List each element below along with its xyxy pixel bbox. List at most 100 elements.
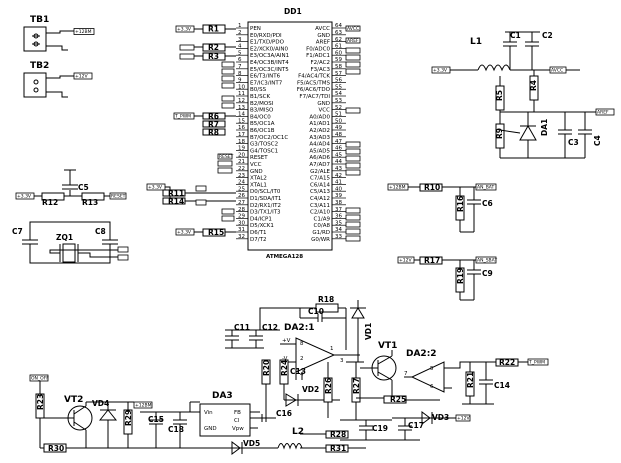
r25-label: R25 (390, 395, 406, 404)
da3-pin-cl: Cl (234, 418, 240, 424)
mcu-pin-name: B2/MOSI (250, 101, 274, 107)
c11-label: C11 (234, 323, 250, 332)
mcu-pin-number: 9 (238, 78, 242, 84)
mcu-pin-name: D1/SDA/IT1 (250, 196, 281, 202)
da22-label: DA2:2 (406, 349, 437, 359)
mcu-pin-number: 22 (238, 166, 245, 172)
r12-label: R12 (42, 198, 58, 207)
mcu-pin-name: AREF (316, 40, 330, 46)
mcu-pin-number: 47 (335, 139, 342, 145)
r19-label: R19 (456, 268, 465, 284)
opamp-pin-6: 6 (430, 384, 434, 390)
mcu-pin-name: AVCC (315, 26, 330, 32)
mcu-pin-number: 33 (335, 234, 342, 240)
reset-network: +3.3V R12 R13 RESET C5 (15, 169, 127, 207)
mcu-pin-number: 34 (335, 227, 342, 233)
opamp-pin-8: 8 (300, 341, 304, 347)
mcu-pin-name: PEN (250, 26, 261, 32)
mcu-pin-name: F7/AC7/TDI (299, 94, 330, 100)
mcu-pin-name: C6/A14 (310, 182, 330, 188)
vd3-label: VD3 (432, 413, 449, 422)
opamp-pin-7: 7 (404, 371, 408, 377)
r30-label: R30 (48, 444, 64, 453)
zq1-label: ZQ1 (56, 233, 73, 242)
mcu-pin-name: C5/A13 (310, 189, 330, 195)
r23-label: R23 (36, 394, 45, 410)
net-reset-a: RESET (219, 154, 234, 160)
mcu-pin-number: 44 (335, 159, 342, 165)
r13-label: R13 (82, 198, 98, 207)
mcu-pin-name: D4/ICP1 (250, 216, 272, 222)
r1-label: R1 (208, 25, 219, 34)
r3-label: R3 (208, 52, 219, 61)
mcu-pin-name: GND (250, 169, 263, 175)
mcu-pin-number: 35 (335, 220, 342, 226)
mcu-pin-name: G2/ALE (310, 169, 330, 175)
mcu-pin-number: 37 (335, 207, 342, 213)
r22-label: R22 (499, 358, 515, 367)
c4-label: C4 (593, 135, 602, 146)
net-avcc-b: AVCC (551, 68, 563, 74)
net-33v-e: +3.3V (433, 68, 448, 74)
mcu-pin-name: E1/TXD/PDO (250, 40, 285, 46)
r9-label: R9 (495, 128, 504, 139)
mcu-pin-number: 41 (335, 180, 342, 186)
c19-label: C19 (372, 424, 388, 433)
tb2-net: +12V (75, 74, 88, 80)
r11-label: R11 (168, 189, 184, 198)
mcu-pin-number: 55 (335, 84, 342, 90)
r14-label: R14 (168, 197, 184, 206)
mcu-pin-name: F6/AC6/TDO (297, 87, 331, 93)
mcu-pin-number: 62 (335, 37, 342, 43)
net-33v-c: +3.3V (177, 230, 192, 236)
mcu-pin-number: 40 (335, 186, 342, 192)
mcu-pin-name: A0/AD0 (309, 114, 330, 120)
c6-label: C6 (482, 199, 493, 208)
net-aref-a: AREF (347, 38, 359, 44)
mcu-pin-number: 54 (335, 91, 342, 97)
vd1-label: VD1 (364, 323, 373, 340)
c10-label: C10 (308, 307, 324, 316)
net-33v-a: +3.3V (177, 27, 192, 33)
mcu-pin-number: 4 (238, 44, 242, 50)
vt1-label: VT1 (378, 341, 397, 351)
r5-label: R5 (495, 90, 504, 101)
mcu-pin-name: XTAL1 (250, 182, 267, 188)
mcu-pin-name: F2/AC2 (310, 60, 330, 66)
r18-label: R18 (318, 295, 334, 304)
mcu-pin-name: C4/A12 (310, 196, 330, 202)
net-reset-b: RESET (111, 194, 126, 200)
mcu-pin-number: 60 (335, 50, 342, 56)
mcu-pin-number: 49 (335, 125, 342, 131)
mcu-pin-number: 32 (238, 234, 245, 240)
r21-label: R21 (466, 372, 475, 388)
mcu-pin-name: E5/OC3C/INT5 (250, 67, 289, 73)
opamp-pin-3: 3 (340, 358, 344, 364)
opamp-pin-pv: +V (282, 338, 291, 344)
mcu-pin-name: C7/A15 (310, 176, 330, 182)
mcu-pin-name: F0/ADC0 (306, 46, 330, 52)
r28-label: R28 (330, 430, 346, 439)
mcu-pin-name: A3/AD3 (309, 135, 330, 141)
mcu-pin-number: 48 (335, 132, 342, 138)
mcu-pin-name: C3/A11 (310, 203, 330, 209)
mcu-left-network: +3.3V R1 R2 R3 T_PWM R6 R7 R8 RESET +3.3… (146, 24, 236, 237)
mcu-pin-number: 17 (238, 132, 245, 138)
opamp-pin-nv: -V (282, 356, 288, 362)
mcu-pin-number: 19 (238, 146, 245, 152)
c8-label: C8 (95, 227, 106, 236)
mcu-pin-number: 61 (335, 44, 342, 50)
r2-label: R2 (208, 43, 219, 52)
mcu-part-label: ATMEGA128 (266, 254, 303, 260)
net-33v-b: +3.3V (148, 185, 163, 191)
r17-label: R17 (424, 256, 440, 265)
mcu-pin-name: C1/A9 (314, 216, 331, 222)
da3-label: DA3 (212, 391, 233, 401)
net-12v-b: +12V (457, 416, 470, 422)
mcu-pin-number: 59 (335, 57, 342, 63)
net-an-bat: AN_BAT (477, 185, 495, 191)
mcu-pin-name: E2/XCK0/AIN0 (250, 46, 288, 52)
mcu-pin-number: 10 (238, 84, 245, 90)
mcu-pin-number: 24 (238, 180, 245, 186)
